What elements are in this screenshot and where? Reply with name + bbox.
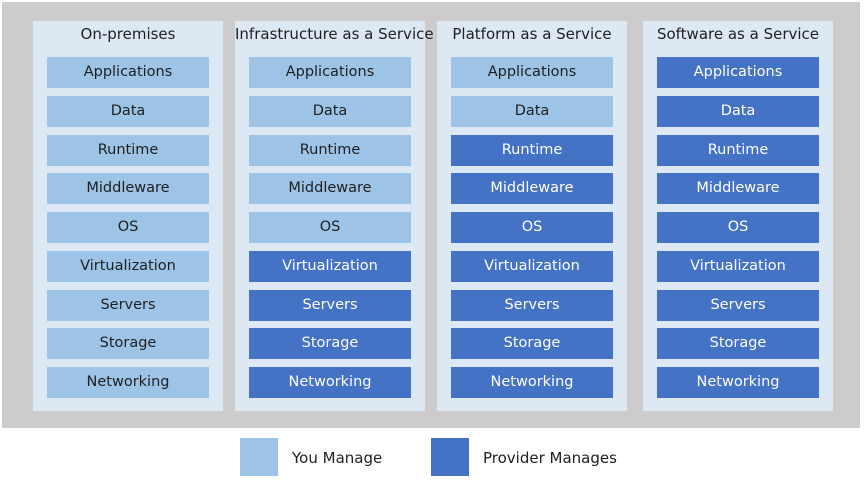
layer-middleware: Middleware — [451, 173, 613, 205]
layer-storage: Storage — [657, 328, 819, 360]
layer-applications: Applications — [657, 57, 819, 88]
layer-os: OS — [47, 212, 209, 243]
layer-data: Data — [657, 95, 819, 127]
layer-runtime: Runtime — [451, 134, 613, 166]
layer-middleware: Middleware — [657, 173, 819, 205]
legend-provider-manages-label: Provider Manages — [483, 449, 617, 467]
layer-storage: Storage — [249, 328, 411, 360]
layer-virtualization: Virtualization — [47, 250, 209, 282]
legend-you-manage-swatch — [240, 438, 278, 476]
legend-you-manage-label: You Manage — [292, 449, 383, 467]
layer-runtime: Runtime — [249, 134, 411, 166]
column-title: Software as a Service — [656, 25, 820, 43]
column-title: Infrastructure as a Service — [235, 25, 434, 43]
layer-networking: Networking — [657, 367, 819, 398]
layer-virtualization: Virtualization — [657, 250, 819, 282]
layer-storage: Storage — [451, 328, 613, 360]
column-saas: Software as a Service Applications Data … — [643, 21, 833, 411]
layer-data: Data — [47, 95, 209, 127]
layer-servers: Servers — [249, 289, 411, 321]
layer-data: Data — [451, 95, 613, 127]
column-on-premises: On-premises Applications Data Runtime Mi… — [33, 21, 223, 411]
layer-servers: Servers — [47, 289, 209, 321]
layer-storage: Storage — [47, 328, 209, 360]
column-paas: Platform as a Service Applications Data … — [437, 21, 627, 411]
layer-applications: Applications — [47, 57, 209, 88]
legend-provider-manages-swatch — [431, 438, 469, 476]
layer-networking: Networking — [47, 367, 209, 398]
layer-data: Data — [249, 95, 411, 127]
layer-os: OS — [249, 212, 411, 243]
layer-networking: Networking — [249, 367, 411, 398]
layer-applications: Applications — [249, 57, 411, 88]
layer-middleware: Middleware — [249, 173, 411, 205]
layer-servers: Servers — [657, 289, 819, 321]
column-title: On-premises — [80, 25, 176, 43]
layer-os: OS — [657, 212, 819, 243]
layer-virtualization: Virtualization — [451, 250, 613, 282]
column-iaas: Infrastructure as a Service Applications… — [235, 21, 434, 411]
layer-runtime: Runtime — [657, 134, 819, 166]
layer-virtualization: Virtualization — [249, 250, 411, 282]
layer-os: OS — [451, 212, 613, 243]
diagram-panel: On-premises Applications Data Runtime Mi… — [2, 2, 860, 428]
layer-networking: Networking — [451, 367, 613, 398]
layer-middleware: Middleware — [47, 173, 209, 205]
layer-servers: Servers — [451, 289, 613, 321]
column-title: Platform as a Service — [452, 25, 612, 43]
layer-applications: Applications — [451, 57, 613, 88]
layer-runtime: Runtime — [47, 134, 209, 166]
